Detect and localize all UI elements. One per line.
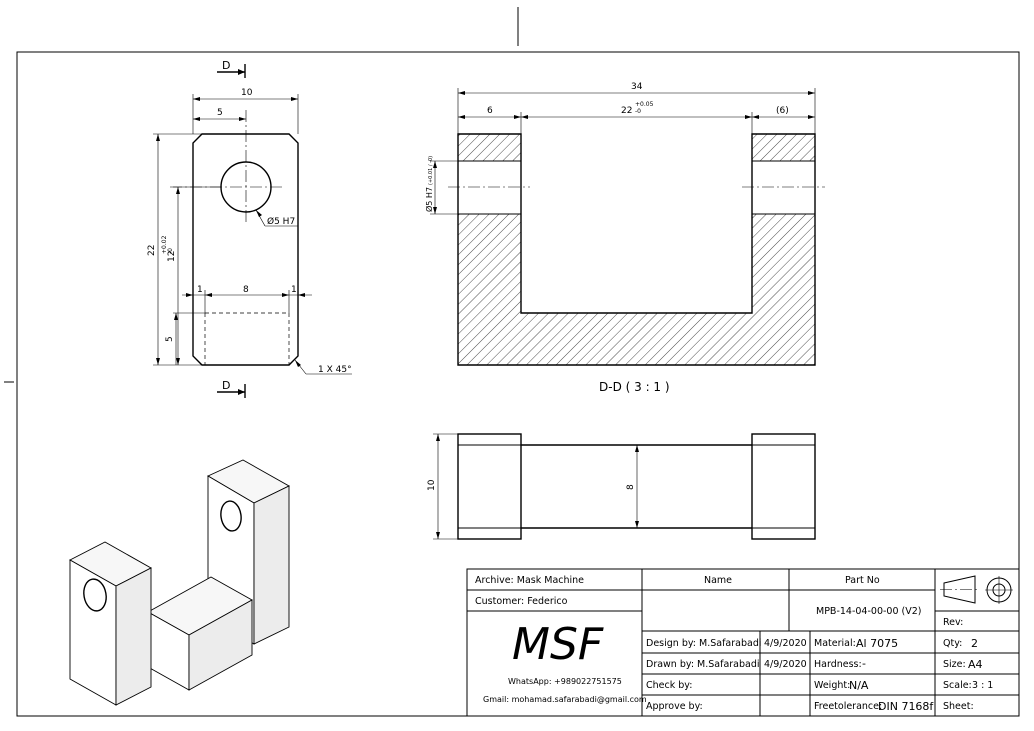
name-header: Name: [704, 575, 732, 586]
material-value: Al 7075: [856, 637, 898, 650]
top-left-block: [457, 433, 522, 540]
gmail-text: Gmail: mohamad.safarabadi@gmail.com: [483, 695, 647, 704]
dim-inner-tol-lower: -0: [635, 108, 641, 115]
chamfer-callout: 1 X 45°: [318, 365, 352, 375]
dim-half-width: 5: [217, 108, 223, 118]
size-value: A4: [968, 658, 983, 671]
freetol-value: DIN 7168f: [878, 700, 934, 713]
check-by: Check by:: [646, 680, 692, 691]
dim-width: 10: [241, 88, 253, 98]
weight-value: N/A: [849, 679, 869, 692]
freetol-label: Freetolerance:: [814, 701, 882, 712]
dim-edge-left: 1: [197, 285, 203, 295]
hardness-value: -: [862, 657, 866, 670]
dim-height: 22: [147, 245, 157, 256]
section-view: 34 6 22 +0.05 -0 (6) Ø5 H7 (+0.01 / -0) …: [424, 82, 825, 394]
company-logo: MSF: [512, 619, 604, 670]
section-caption: D-D ( 3 : 1 ): [599, 380, 670, 394]
dim-hole-height-tol-lower: -0: [167, 248, 174, 254]
hole-callout: Ø5 H7: [267, 216, 295, 227]
front-outline: [192, 133, 299, 366]
top-right-block: [751, 433, 816, 540]
material-label: Material:: [814, 638, 856, 649]
isometric-view: [69, 459, 290, 706]
dim-base: 5: [165, 336, 175, 342]
sheet-label: Sheet:: [943, 701, 974, 712]
rev-label: Rev:: [943, 617, 963, 628]
weight-label: Weight:: [814, 680, 850, 691]
projection-symbol-icon: [940, 575, 1013, 604]
dim-right: (6): [776, 106, 789, 116]
section-letter-top: D: [222, 59, 230, 72]
approve-by: Approve by:: [646, 701, 703, 712]
dim-hole-tol: (+0.01 / -0): [428, 156, 434, 185]
section-marker-bottom: D: [217, 379, 246, 398]
archive-text: Archive: Mask Machine: [475, 575, 584, 586]
dim-hole-height: 12: [167, 251, 177, 262]
top-view: 10 8: [427, 433, 816, 540]
drawn-date: 4/9/2020: [764, 659, 807, 670]
section-marker-top: D: [217, 59, 246, 78]
dim-hole: Ø5 H7: [424, 187, 434, 212]
scale-label: Scale:: [943, 680, 972, 691]
qty-label: Qty:: [943, 638, 962, 649]
dim-top-height: 10: [427, 479, 437, 491]
dim-inner: 22: [621, 106, 632, 116]
dim-hole-height-tol-upper: +0.02: [161, 235, 168, 254]
front-view: D D 10 5 22: [147, 59, 352, 398]
dim-left: 6: [487, 106, 493, 116]
part-no-header: Part No: [845, 575, 880, 586]
design-by: Design by: M.Safarabadi: [646, 638, 761, 649]
dim-top-inner: 8: [626, 484, 636, 490]
drawn-by: Drawn by: M.Safarabadi: [646, 659, 760, 670]
qty-value: 2: [971, 637, 978, 650]
dim-inner-tol-upper: +0.05: [635, 101, 654, 108]
customer-text: Customer: Federico: [475, 596, 568, 607]
dim-slot-width: 8: [243, 285, 249, 295]
design-date: 4/9/2020: [764, 638, 807, 649]
part-no-value: MPB-14-04-00-00 (V2): [816, 606, 921, 617]
section-letter-bottom: D: [222, 379, 230, 392]
size-label: Size:: [943, 659, 966, 670]
dim-edge-right: 1: [291, 285, 297, 295]
dim-overall: 34: [631, 82, 643, 92]
title-block: Archive: Mask Machine Customer: Federico…: [466, 568, 1020, 717]
scale-value: 3 : 1: [972, 680, 993, 691]
whatsapp-text: WhatsApp: +989022751575: [508, 677, 622, 686]
hardness-label: Hardness:: [814, 659, 862, 670]
